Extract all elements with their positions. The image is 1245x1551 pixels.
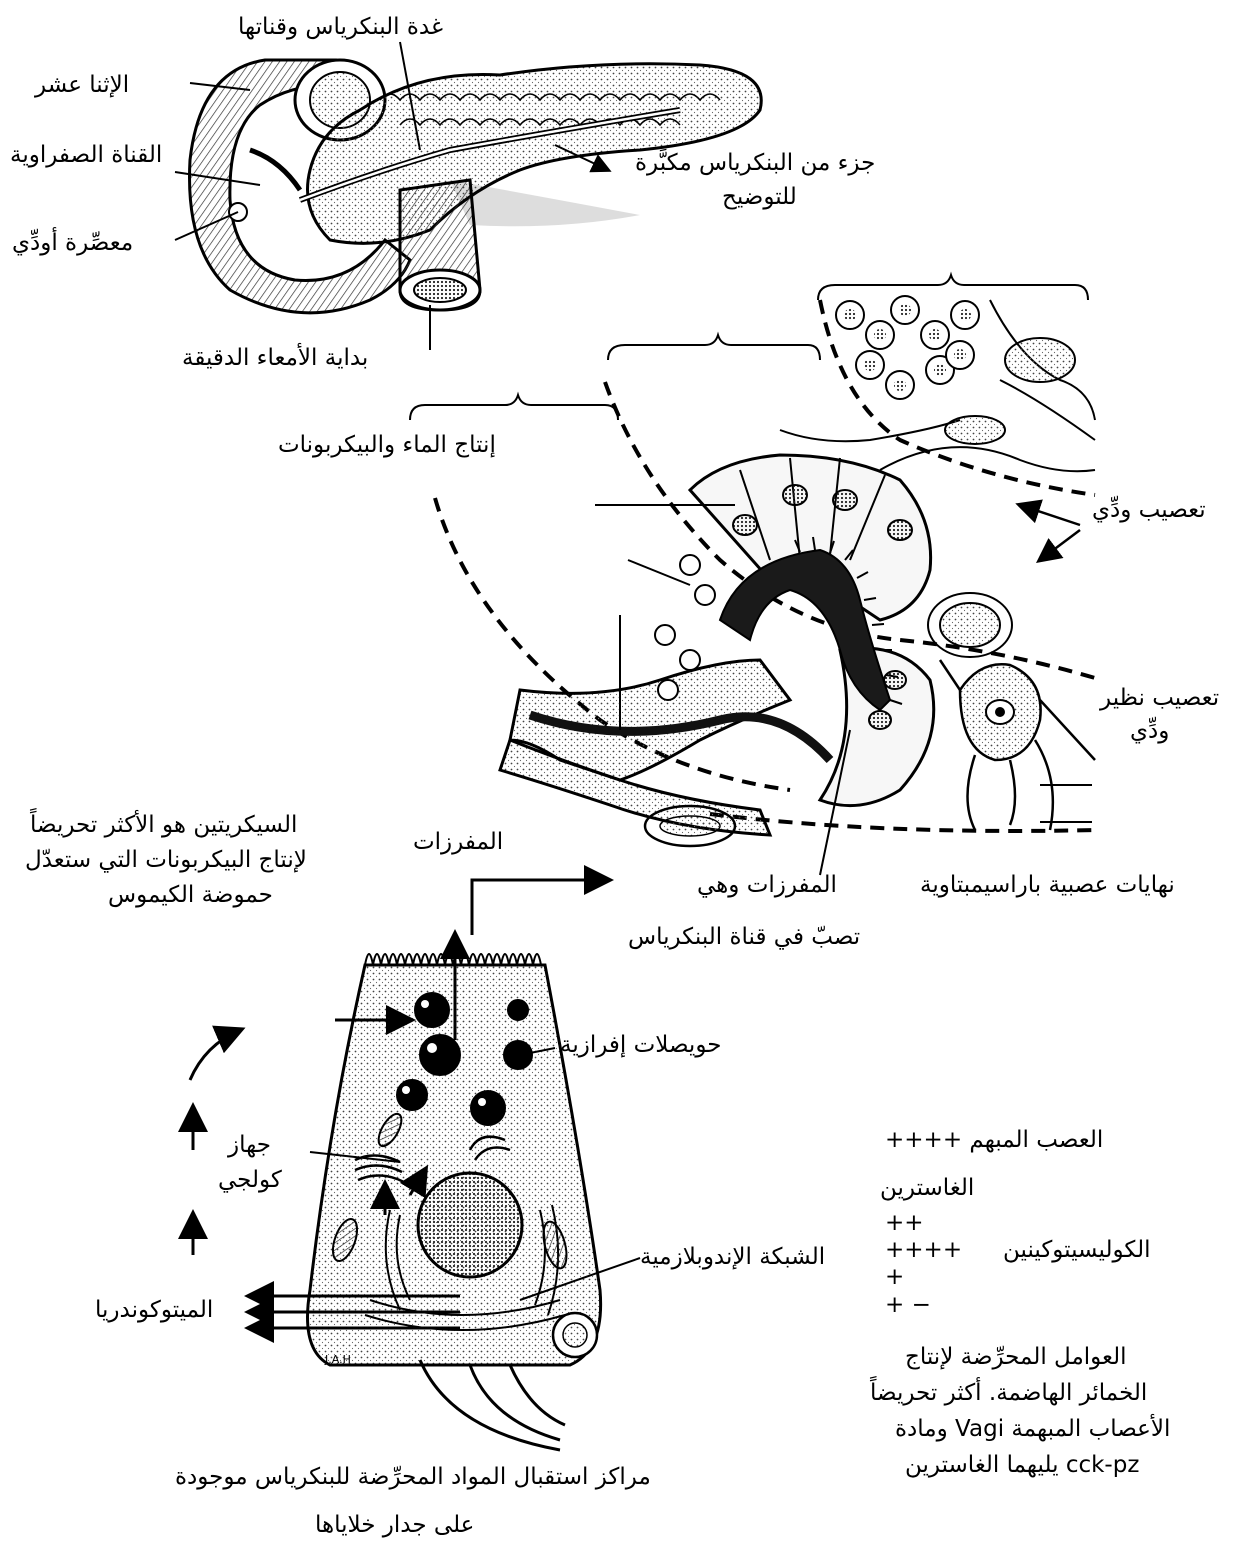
label-golgi-2: كولجي — [218, 1165, 282, 1196]
label-receptors-1: مراكز استقبال المواد المحرِّضة للبنكرياس… — [175, 1462, 651, 1493]
label-parasympathetic-2: ودِّي — [1130, 716, 1169, 747]
label-gastrin: الغاسترين — [880, 1173, 974, 1204]
label-summary-2: الخمائر الهاضمة. أكثر تحريضاً — [870, 1378, 1147, 1409]
pancreas-drawing — [190, 60, 762, 313]
label-plus: + — [885, 1262, 904, 1293]
label-secretin-3: حموضة الكيموس — [108, 880, 273, 911]
label-gland-and-duct: غدة البنكرياس وقناتها — [238, 12, 443, 43]
label-summary-1: العوامل المحرِّضة لإنتاج — [905, 1342, 1127, 1373]
label-receptors-2: على جدار خلاياها — [315, 1510, 474, 1541]
label-water-bicarbonate: إنتاج الماء والبيكربونات — [278, 430, 496, 461]
label-secretin-2: لإنتاج البيكربونات التي ستعدّل — [25, 845, 307, 876]
label-small-intestine-start: بداية الأمعاء الدقيقة — [182, 343, 368, 374]
label-secretory-vesicles: حويصلات إفرازية — [560, 1030, 721, 1061]
label-mitochondria: الميتوكوندريا — [95, 1295, 213, 1326]
nucleus — [418, 1173, 522, 1277]
label-summary-4: cck-pz يليهما الغاسترين — [905, 1450, 1139, 1481]
label-secretions-1: المفرزات وهي — [697, 870, 837, 901]
label-duodenum: الإثنا عشر — [35, 70, 129, 101]
label-summary-3: الأعصاب المبهمة Vagi ومادة — [895, 1414, 1170, 1445]
label-plus-minus: + − — [885, 1290, 931, 1321]
label-secretin-1: السيكريتين هو الأكثر تحريضاً — [30, 810, 297, 841]
label-cck: الكوليسيتوكينين — [1003, 1235, 1151, 1266]
label-parasympathetic-1: تعصيب نظير — [1100, 683, 1219, 714]
label-golgi-1: جهاز — [228, 1130, 271, 1161]
acinus-drawing — [410, 275, 1095, 846]
label-enlarged-part-1: جزء من البنكرياس مكبَّرة — [635, 148, 875, 179]
label-vagus: العصب المبهم ++++ — [885, 1125, 1103, 1156]
artist-initials: J.A.H — [325, 1353, 351, 1368]
label-parasympathetic-endings: نهايات عصبية باراسيمبتاوية — [920, 870, 1175, 901]
label-secretions-2: تصبّ في قناة البنكرياس — [628, 922, 860, 953]
label-vagal-innervation: تعصيب ودِّي — [1092, 495, 1206, 526]
label-bile-duct: القناة الصفراوية — [10, 140, 162, 171]
label-enlarged-part-2: للتوضيح — [722, 182, 797, 213]
label-oddi-sphincter: معصِّرة أودِّي — [12, 228, 133, 259]
label-endoplasmic-reticulum: الشبكة الإندوبلازمية — [640, 1242, 825, 1273]
label-secretions: المفرزات — [413, 827, 503, 858]
